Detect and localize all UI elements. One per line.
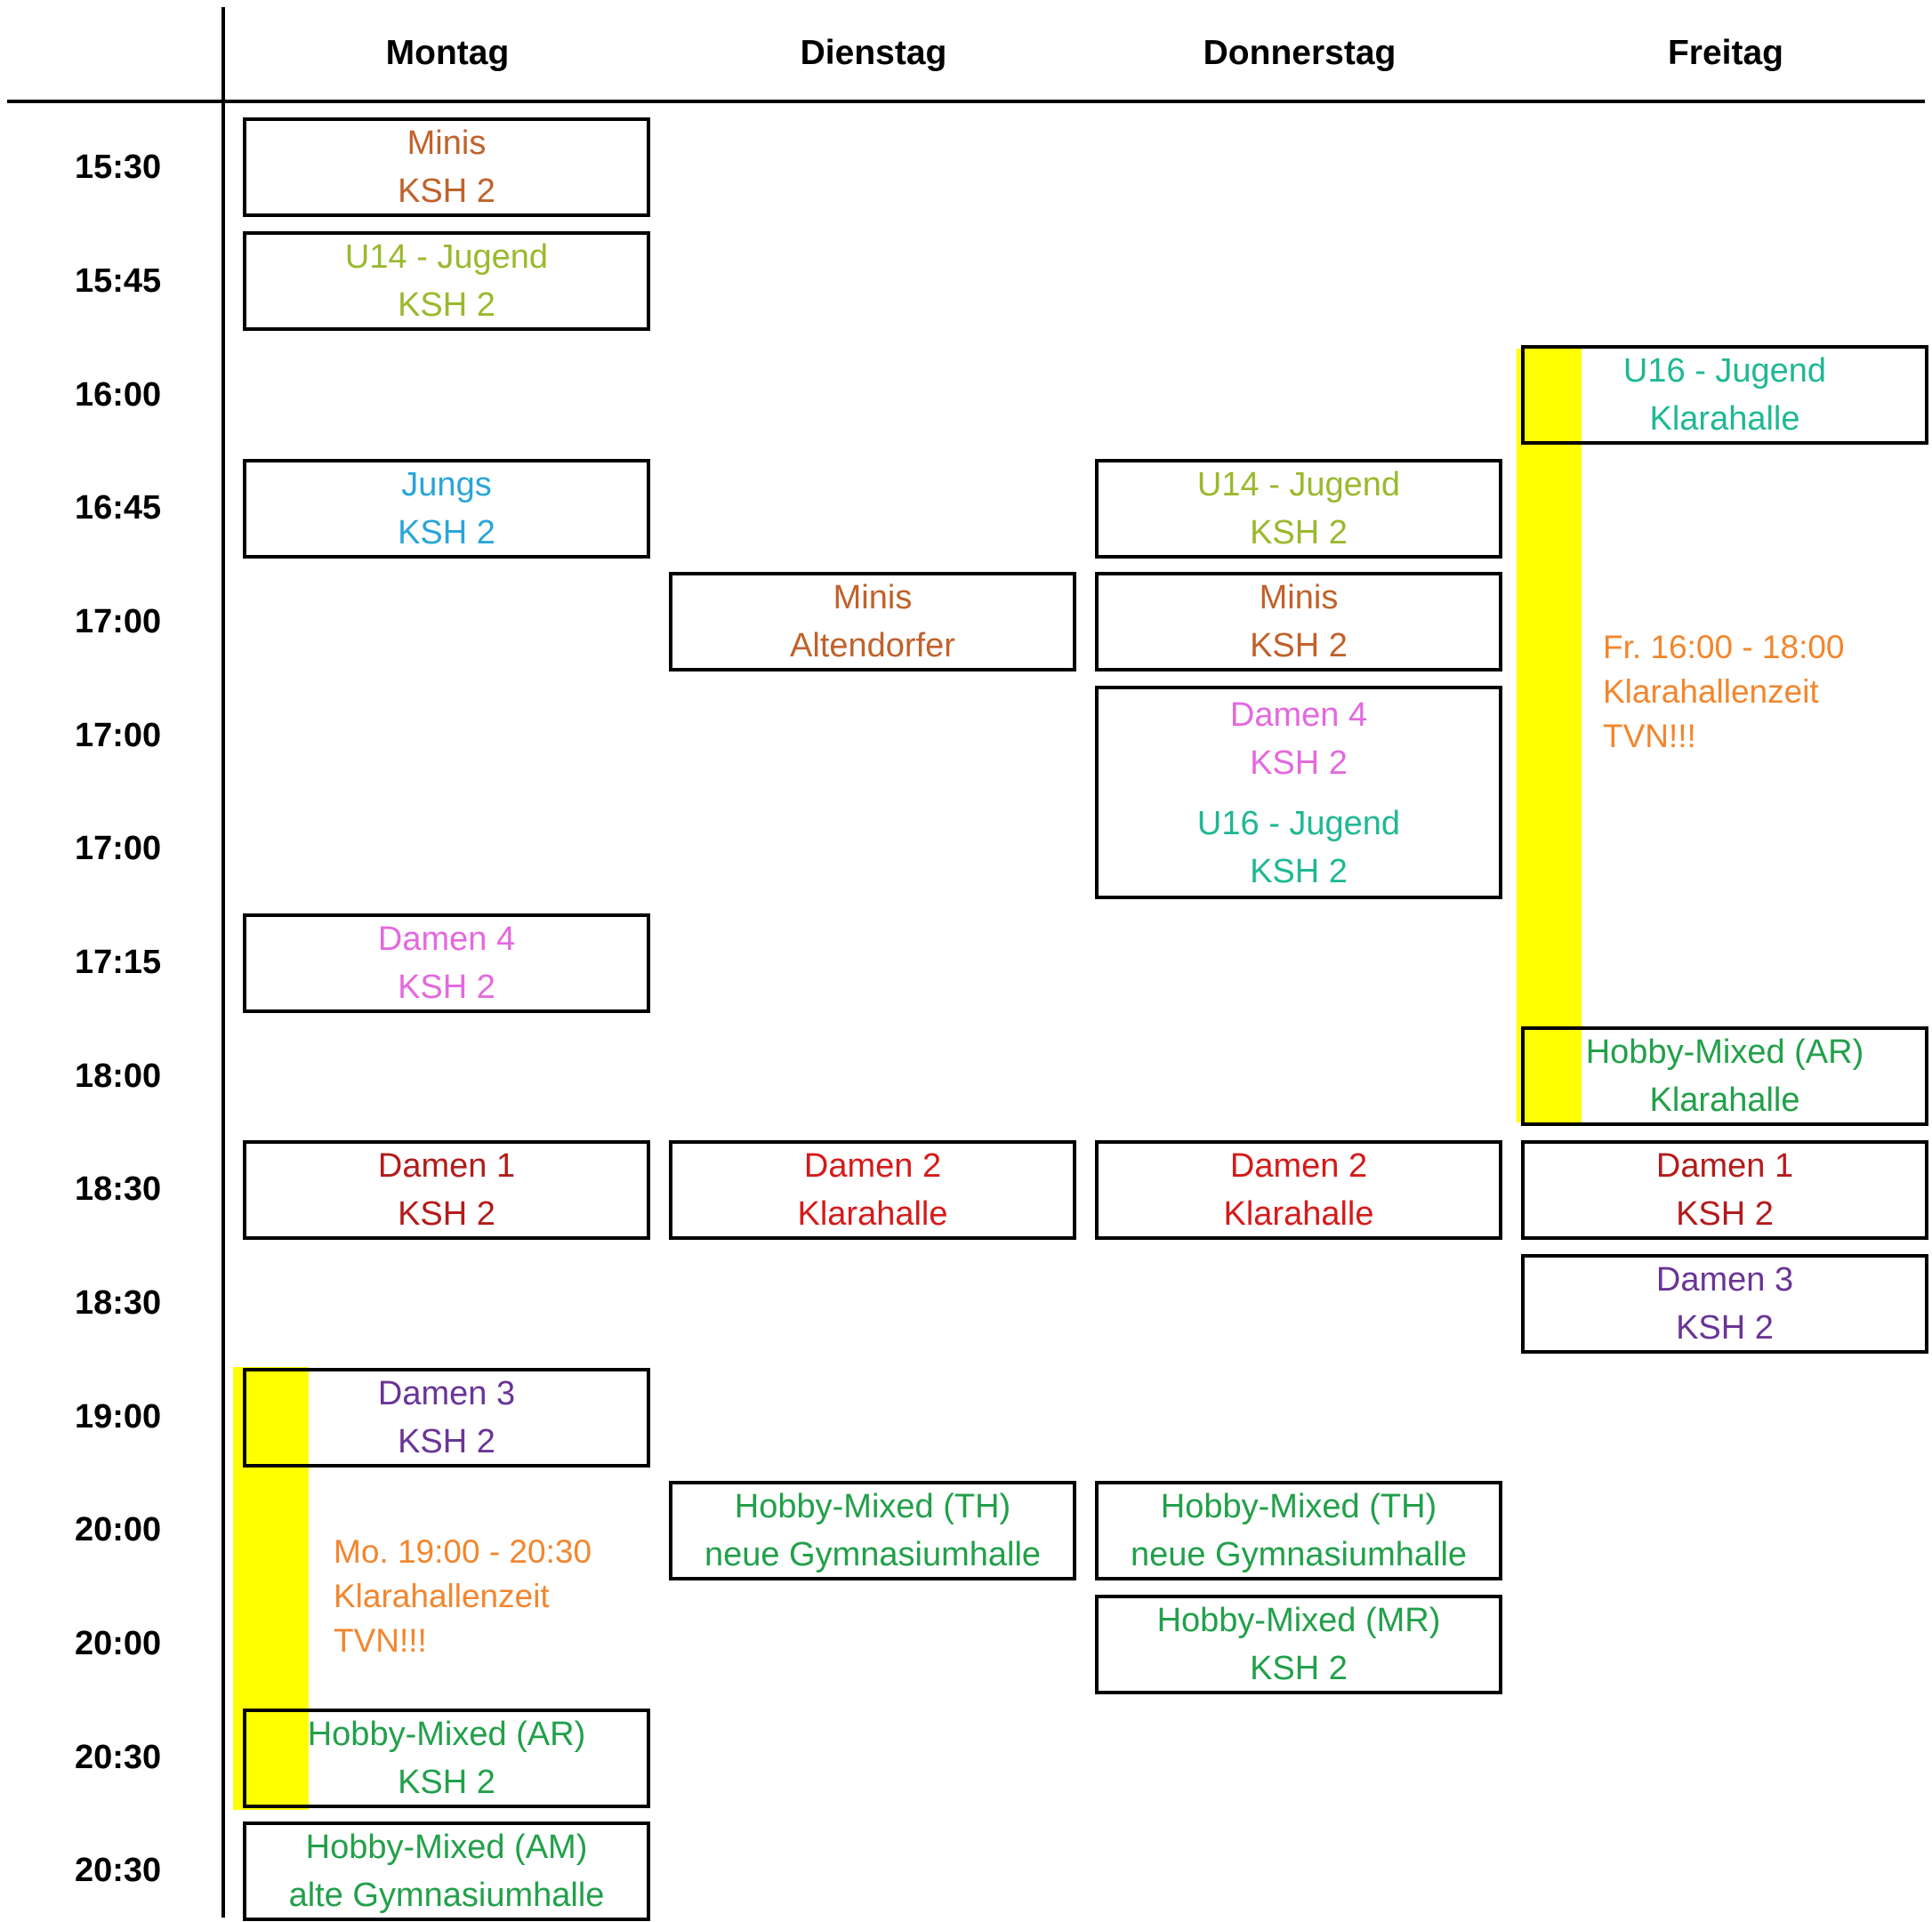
session-location: KSH 2 (1250, 853, 1348, 890)
time-label: 16:45 (75, 489, 162, 527)
session-donnerstag-minis[interactable]: Minis KSH 2 (1095, 572, 1502, 671)
session-montag-damen-1[interactable]: Damen 1 KSH 2 (243, 1140, 650, 1240)
session-location: KSH 2 (398, 173, 495, 210)
session-donnerstag-damen-2[interactable]: Damen 2 Klarahalle (1095, 1140, 1502, 1240)
session-montag-u14-jugend[interactable]: U14 - Jugend KSH 2 (243, 231, 650, 331)
time-label: 20:30 (75, 1739, 162, 1776)
time-label: 17:00 (75, 717, 162, 754)
session-group: Damen 3 (1655, 1261, 1794, 1299)
session-montag-damen-3[interactable]: Damen 3 KSH 2 (243, 1368, 650, 1468)
session-group: U14 - Jugend (344, 238, 549, 276)
session-location: KSH 2 (1676, 1195, 1774, 1233)
session-location: Klarahalle (797, 1195, 948, 1233)
time-label: 17:00 (75, 830, 162, 867)
session-donnerstag-hobby-mixed-th[interactable]: Hobby-Mixed (TH) neue Gymnasiumhalle (1095, 1481, 1502, 1580)
session-location: KSH 2 (398, 1764, 495, 1801)
session-location: Klarahalle (1649, 400, 1800, 438)
session-location: KSH 2 (398, 514, 495, 551)
session-location: Altendorfer (790, 627, 955, 664)
session-group: U16 - Jugend (1196, 805, 1401, 842)
day-header-dienstag: Dienstag (800, 34, 947, 72)
session-group: Damen 3 (377, 1375, 516, 1412)
time-label: 15:45 (75, 262, 162, 300)
time-label: 17:00 (75, 603, 162, 640)
session-montag-hobby-mixed-ar[interactable]: Hobby-Mixed (AR) KSH 2 (243, 1709, 650, 1808)
session-group: Damen 2 (1229, 1147, 1368, 1185)
session-freitag-u16-jugend[interactable]: U16 - Jugend Klarahalle (1521, 345, 1928, 445)
time-label: 20:00 (75, 1511, 162, 1548)
session-group: Hobby-Mixed (AM) (305, 1829, 588, 1866)
day-header-montag: Montag (385, 34, 510, 72)
session-location: neue Gymnasiumhalle (704, 1536, 1042, 1573)
note-line: TVN!!! (334, 1622, 427, 1659)
session-group: Damen 2 (803, 1147, 942, 1185)
session-montag-jungs[interactable]: Jungs KSH 2 (243, 459, 650, 559)
note-line: Mo. 19:00 - 20:30 (334, 1533, 592, 1570)
note-friday-klarahallenzeit: Fr. 16:00 - 18:00 Klarahallenzeit TVN!!! (1603, 625, 1845, 759)
time-label: 15:30 (75, 149, 162, 186)
session-group: Minis (833, 579, 913, 616)
time-label: 20:00 (75, 1625, 162, 1662)
session-group: Hobby-Mixed (MR) (1156, 1602, 1441, 1639)
session-freitag-damen-3[interactable]: Damen 3 KSH 2 (1521, 1254, 1928, 1354)
session-group: U14 - Jugend (1196, 466, 1401, 503)
session-group: Minis (1259, 579, 1339, 616)
note-monday-klarahallenzeit: Mo. 19:00 - 20:30 Klarahallenzeit TVN!!! (334, 1530, 592, 1663)
session-dienstag-damen-2[interactable]: Damen 2 Klarahalle (669, 1140, 1076, 1240)
session-location: Klarahalle (1649, 1082, 1800, 1119)
session-donnerstag-u14-jugend[interactable]: U14 - Jugend KSH 2 (1095, 459, 1502, 559)
session-group: Hobby-Mixed (AR) (307, 1716, 586, 1753)
session-group: Hobby-Mixed (TH) (1160, 1488, 1437, 1525)
day-header-donnerstag: Donnerstag (1203, 34, 1397, 72)
session-location: KSH 2 (398, 969, 495, 1006)
session-location: KSH 2 (1250, 514, 1348, 551)
time-label: 19:00 (75, 1398, 162, 1435)
session-montag-hobby-mixed-am[interactable]: Hobby-Mixed (AM) alte Gymnasiumhalle (243, 1821, 650, 1921)
session-montag-minis[interactable]: Minis KSH 2 (243, 117, 650, 217)
session-location: KSH 2 (398, 1195, 495, 1233)
session-location: KSH 2 (398, 1423, 495, 1460)
session-group: Damen 4 (1229, 696, 1368, 734)
time-label: 17:15 (75, 944, 162, 981)
session-location: KSH 2 (1250, 744, 1348, 782)
session-location: Klarahalle (1223, 1195, 1374, 1233)
day-header-freitag: Freitag (1667, 34, 1784, 72)
session-group: Minis (407, 125, 487, 162)
session-group: Hobby-Mixed (AR) (1585, 1033, 1864, 1071)
session-location: KSH 2 (1676, 1309, 1774, 1347)
time-label: 16:00 (75, 376, 162, 414)
session-freitag-damen-1[interactable]: Damen 1 KSH 2 (1521, 1140, 1928, 1240)
session-location: alte Gymnasiumhalle (288, 1877, 605, 1914)
session-location: KSH 2 (1250, 627, 1348, 664)
session-dienstag-minis[interactable]: Minis Altendorfer (669, 572, 1076, 671)
note-line: Klarahallenzeit (334, 1578, 550, 1614)
note-line: TVN!!! (1603, 718, 1696, 754)
time-label: 18:00 (75, 1058, 162, 1095)
note-line: Fr. 16:00 - 18:00 (1603, 629, 1845, 665)
session-group: Damen 4 (377, 921, 516, 958)
session-dienstag-hobby-mixed-th[interactable]: Hobby-Mixed (TH) neue Gymnasiumhalle (669, 1481, 1076, 1580)
session-group: Hobby-Mixed (TH) (734, 1488, 1011, 1525)
session-group: U16 - Jugend (1622, 352, 1827, 390)
session-group: Damen 1 (1655, 1147, 1794, 1185)
session-group: Damen 1 (377, 1147, 516, 1185)
session-group: Jungs (401, 466, 492, 503)
session-freitag-hobby-mixed-ar[interactable]: Hobby-Mixed (AR) Klarahalle (1521, 1026, 1928, 1126)
klarahalle-highlight-friday (1517, 349, 1582, 1122)
session-location: KSH 2 (398, 286, 495, 324)
time-label: 18:30 (75, 1284, 162, 1322)
timetable-vertical-rule (221, 7, 225, 1918)
session-donnerstag-damen-4-u16[interactable]: Damen 4 KSH 2 U16 - Jugend KSH 2 (1095, 686, 1502, 899)
session-location: KSH 2 (1250, 1650, 1348, 1687)
session-donnerstag-hobby-mixed-mr[interactable]: Hobby-Mixed (MR) KSH 2 (1095, 1595, 1502, 1694)
note-line: Klarahallenzeit (1603, 673, 1819, 710)
time-label: 20:30 (75, 1852, 162, 1889)
timetable-header-rule (7, 100, 1925, 103)
session-montag-damen-4[interactable]: Damen 4 KSH 2 (243, 913, 650, 1013)
time-label: 18:30 (75, 1170, 162, 1208)
session-location: neue Gymnasiumhalle (1130, 1536, 1468, 1573)
